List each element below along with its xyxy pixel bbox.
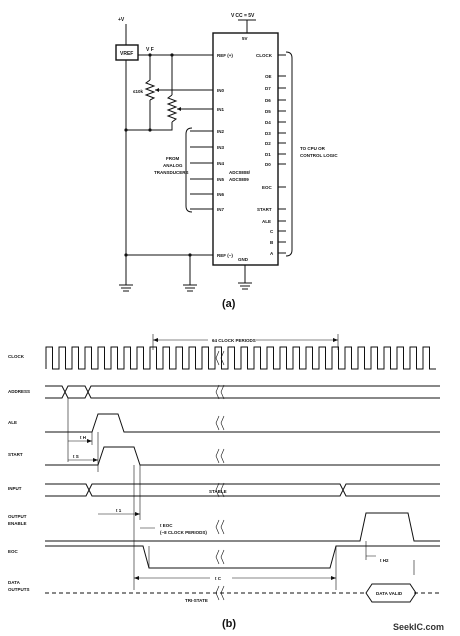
signal-ale: ALE [8,420,17,425]
t-c-label: t C [215,576,222,581]
pin-d3: D3 [265,131,271,136]
pin-ref-minus: REF (−) [217,253,233,258]
signal-output: OUTPUT [8,514,27,519]
from-label-1: FROM [166,156,179,161]
stable-label: STABLE [209,489,227,494]
pin-in7: IN7 [217,207,225,212]
signal-eoc: EOC [8,549,19,554]
supply-label: +V [118,17,125,23]
time-break-marks [215,350,225,601]
eoc-waveform [45,545,440,569]
tri-state-label: TRI-STATE [185,598,208,603]
to-label-2: CONTROL LOGIC [300,153,338,158]
break-mark [215,350,225,366]
pin-d1: D1 [265,152,271,157]
output-enable-waveform [45,512,440,542]
pin-a: A [270,251,274,256]
pin-oe: OE [265,74,272,79]
ground-symbol-1 [119,284,133,292]
output-bracket [285,51,293,257]
vref-box [115,44,139,61]
address-waveform [45,385,440,399]
pin-d2: D2 [265,141,271,146]
pin-d0: D0 [265,162,271,167]
gnd-label: GND [238,257,249,262]
ground-symbol-3 [238,282,252,290]
t-s-label: t S [73,454,79,459]
pin-in6: IN6 [217,192,225,197]
break-mark [215,585,225,601]
clock-periods-label: 64 CLOCK PERIODS [212,338,256,343]
pin-b: B [270,240,274,245]
pin-ref-plus: REF (+) [217,53,233,58]
ground-symbol-2 [183,284,197,292]
caption-b: (b) [222,618,236,630]
pot-1 [144,79,156,101]
chip-name-2: ADC0809 [229,177,249,182]
signal-clock: CLOCK [8,354,25,359]
schematic: +V VREF V F ≤10k V CC [115,13,338,310]
t-eoc-label: t EOC [160,523,173,528]
vcc-label: V CC = 5V [231,13,255,19]
from-label-2: ANALOG [163,163,183,168]
to-label-1: TO CPU OR [300,146,326,151]
t-1-label: t 1 [116,508,122,513]
ale-waveform [45,413,440,433]
start-waveform [45,446,440,466]
break-mark [215,448,225,464]
signal-address: ADDRESS [8,389,30,394]
pin-d5: D5 [265,109,271,114]
t-h2-label: t H2 [380,558,389,563]
input-waveform [45,483,440,497]
caption-a: (a) [222,298,236,310]
signal-outputs: OUTPUTS [8,587,30,592]
pin-start: START [257,207,272,212]
pin-clock: CLOCK [256,53,273,58]
data-valid-box [365,583,417,603]
chip-name-1: ADC0808/ [229,170,251,175]
pin-d6: D6 [265,98,271,103]
signal-enable: ENABLE [8,521,27,526]
break-mark [215,549,225,565]
watermark: SeekIC.com [393,622,444,632]
break-mark [215,384,225,400]
pin-d7: D7 [265,86,271,91]
pin-c: C [270,229,274,234]
pin-in3: IN3 [217,145,225,150]
signal-input: INPUT [8,486,22,491]
input-bracket [185,127,193,213]
break-mark [215,482,225,498]
pin-in1: IN1 [217,107,225,112]
vref-label: VREF [120,51,133,57]
break-mark [215,415,225,431]
t-h-label: t H [80,435,86,440]
t-eoc-note: (~8 CLOCK PERIODS) [160,530,207,535]
pin-d4: D4 [265,120,271,125]
adc-chip [212,32,279,266]
pin-in5: IN5 [217,177,225,182]
vf-label: V F [146,47,154,53]
pin-in4: IN4 [217,161,225,166]
pin-in2: IN2 [217,129,225,134]
from-label-3: TRANSDUCERS [154,170,189,175]
vcc-pin-label: 5V [242,36,248,41]
pin-eoc: EOC [262,185,273,190]
timing-diagram: CLOCK ADDRESS ALE START INPUT OUTPUT ENA… [8,334,440,630]
pot-2 [166,94,178,123]
break-mark [215,519,225,535]
clock-waveform [45,346,436,370]
pin-ale: ALE [262,219,271,224]
data-valid-label: DATA VALID [376,591,403,596]
signal-data: DATA [8,580,21,585]
signal-start: START [8,452,23,457]
pin-in0: IN0 [217,88,225,93]
pot-label: ≤10k [133,89,143,94]
